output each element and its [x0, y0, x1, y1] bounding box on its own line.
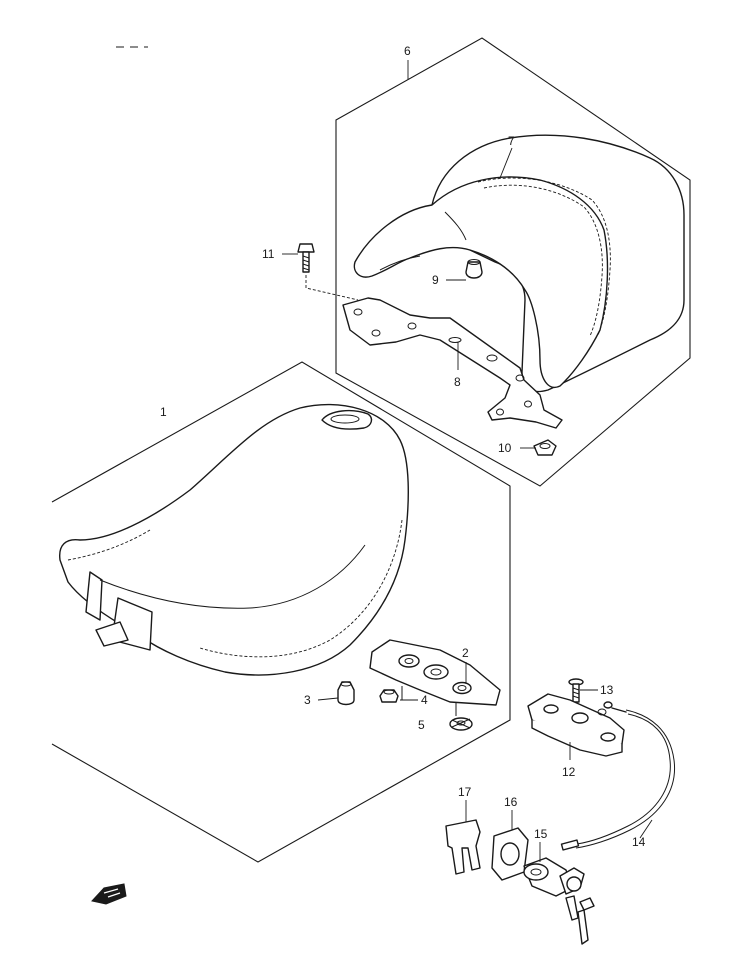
callout-12: 12: [562, 765, 576, 779]
seat-lock-part-15: [523, 857, 595, 945]
cushion-part-4: [379, 689, 399, 703]
callout-15: 15: [534, 827, 548, 841]
callout-16: 16: [504, 795, 518, 809]
front-seat-bracket: [369, 639, 501, 716]
callout-8: 8: [454, 375, 461, 389]
callout-14: 14: [632, 835, 646, 849]
callout-1: 1: [160, 405, 167, 419]
fwd-arrow-icon: [91, 883, 127, 905]
callout-labels: 1 2 3 4 5 6 7 8 9 10 11 12 13 14 15 16 1…: [160, 44, 646, 849]
bolt-part-11: [297, 243, 359, 301]
callout-5: 5: [418, 718, 425, 732]
front-seat-assembly-frame: [51, 361, 511, 863]
nut-part-5: [449, 717, 473, 731]
plate-part-16: [491, 827, 529, 881]
callout-6: 6: [404, 44, 411, 58]
callout-11: 11: [262, 247, 275, 261]
callout-9: 9: [432, 273, 439, 287]
screw-part-13: [568, 678, 584, 703]
rear-seat-cushion: [353, 134, 685, 393]
rear-seat-cushion-rubber: [465, 259, 483, 279]
nut-part-10: [533, 439, 557, 456]
callout-2: 2: [462, 646, 469, 660]
front-seat: [59, 403, 409, 676]
callout-4: 4: [421, 693, 428, 707]
callout-13: 13: [600, 683, 614, 697]
rear-seat-assembly-frame: [335, 37, 691, 487]
callout-10: 10: [498, 441, 512, 455]
callout-3: 3: [304, 693, 311, 707]
clip-part-17: [445, 819, 481, 875]
rear-seat-bracket: [342, 297, 563, 429]
seat-lock-cable: [560, 701, 676, 851]
callout-leaders: [282, 60, 653, 862]
callout-17: 17: [458, 785, 472, 799]
callout-7: 7: [508, 134, 515, 148]
seat-lock-bracket: [527, 693, 625, 757]
cushion-part-3: [337, 681, 355, 706]
